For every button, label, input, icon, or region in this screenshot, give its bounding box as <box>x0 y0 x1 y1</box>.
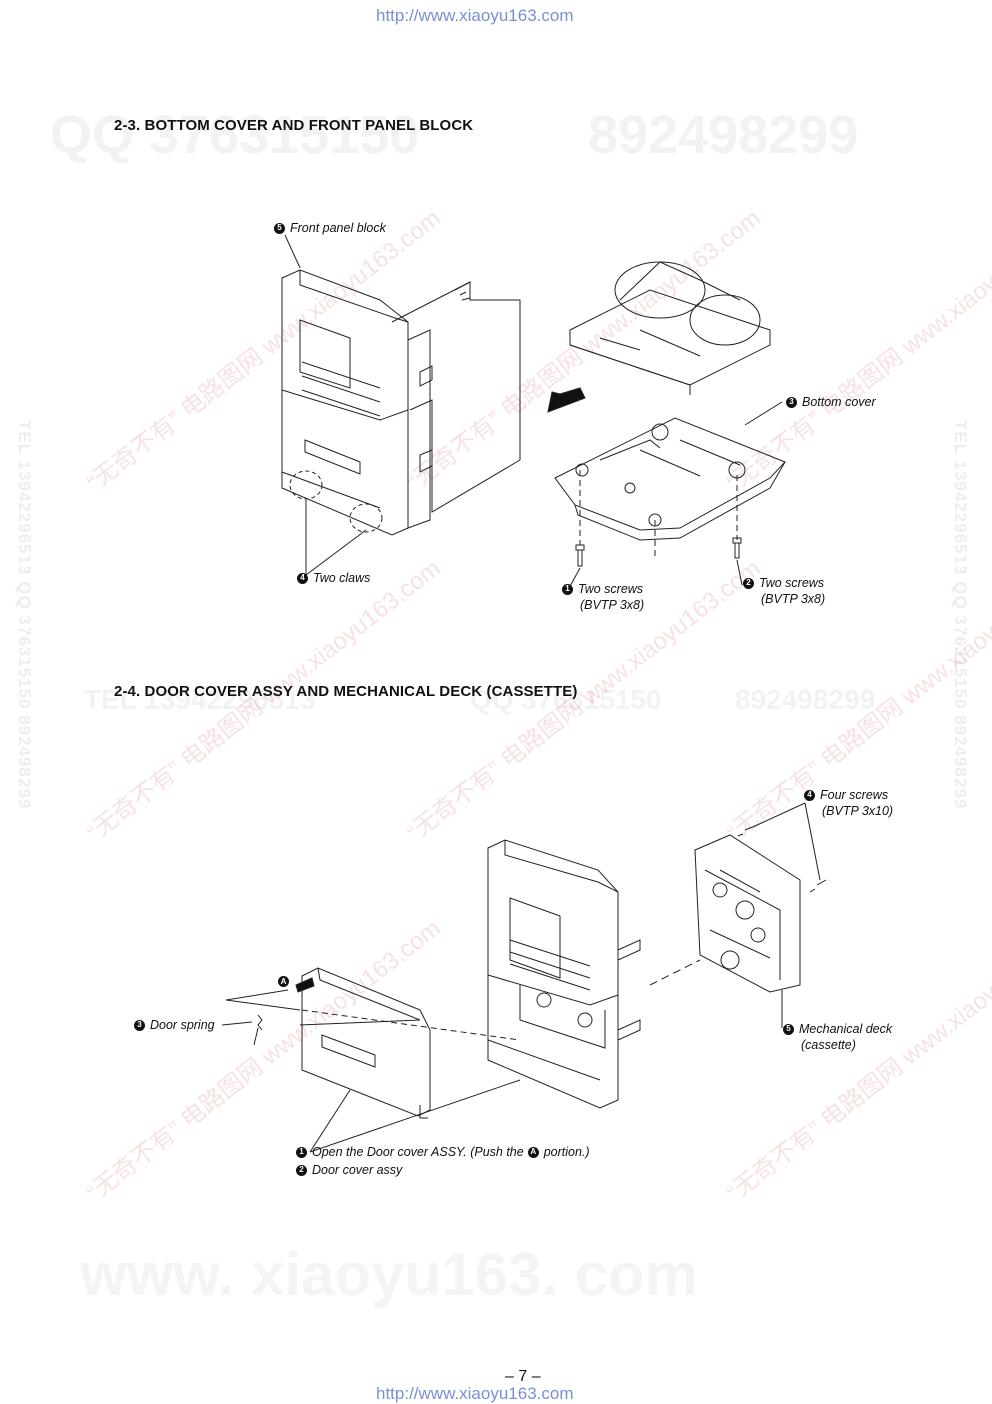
callout-mechanical-deck: 5 Mechanical deck <box>783 1021 892 1037</box>
watermark-bottom: www. xiaoyu163. com <box>80 1241 699 1308</box>
callout-mechanical-deck-sub: (cassette) <box>801 1038 856 1052</box>
footer-link[interactable]: http://www.xiaoyu163.com <box>376 1384 574 1403</box>
watermark-side-right: TEL 13942296513 QQ 376315150 892498299 <box>951 420 970 810</box>
callout-number: 4 <box>297 572 308 584</box>
callout-open-door-cover: 1 Open the Door cover ASSY. (Push the A … <box>296 1144 590 1160</box>
marker-a: A <box>278 976 289 987</box>
callout-text: Door cover assy <box>312 1163 403 1177</box>
callout-text: Front panel block <box>290 221 386 235</box>
callout-two-claws: 4 Two claws <box>297 570 370 586</box>
front-panel-drawing <box>487 839 641 1109</box>
callout-number: 3 <box>786 396 797 408</box>
callout-front-panel-block: 5 Front panel block <box>274 220 386 236</box>
header-link[interactable]: http://www.xiaoyu163.com <box>376 6 574 25</box>
callout-two-screws-1-spec: (BVTP 3x8) <box>580 598 645 612</box>
callout-number: 5 <box>274 222 285 234</box>
mechanical-deck-drawing <box>649 834 801 993</box>
door-cover-drawing <box>301 967 521 1119</box>
transformer-drawing <box>569 261 771 395</box>
callout-number: 2 <box>743 577 754 589</box>
push-arrow <box>295 977 315 993</box>
callout-text: Two screws <box>759 576 825 590</box>
callout-number: 4 <box>804 789 815 801</box>
bottom-cover-drawing <box>554 417 786 560</box>
section-title-bottom-cover: 2-3. BOTTOM COVER AND FRONT PANEL BLOCK <box>114 117 474 134</box>
callout-text: Open the Door cover ASSY. (Push the <box>312 1145 524 1159</box>
callout-two-screws-2-spec: (BVTP 3x8) <box>761 592 826 606</box>
watermark-side-left: TEL 13942296513 QQ 376315150 892498299 <box>15 420 34 810</box>
callout-text: Bottom cover <box>802 395 876 409</box>
callout-four-screws: 4 Four screws <box>804 787 888 803</box>
callout-number: 5 <box>783 1023 794 1035</box>
callout-two-screws-1: 1 Two screws <box>562 581 643 597</box>
page-number: – 7 – <box>505 1368 541 1385</box>
watermark-number-mid: 892498299 <box>735 684 876 715</box>
callout-text: Four screws <box>820 788 889 802</box>
front-panel-block-drawing <box>281 269 521 536</box>
watermark-qq-mid: QQ 376315150 <box>470 684 662 715</box>
door-spring-drawing <box>253 1014 263 1046</box>
marker-a-inline: A <box>527 1146 539 1158</box>
callout-four-screws-spec: (BVTP 3x10) <box>822 804 894 818</box>
callout-text: Mechanical deck <box>799 1022 893 1036</box>
callout-text: Two screws <box>578 582 644 596</box>
watermark-number-top: 892498299 <box>588 105 859 165</box>
callout-text: Door spring <box>150 1018 215 1032</box>
section-title-door-cover: 2-4. DOOR COVER ASSY AND MECHANICAL DECK… <box>114 683 578 700</box>
callout-two-screws-2: 2 Two screws <box>743 575 824 591</box>
screws-drawing <box>575 537 742 567</box>
callout-number: 2 <box>296 1164 307 1176</box>
callout-text-after: portion.) <box>543 1145 590 1159</box>
direction-arrow <box>547 387 586 413</box>
callout-text: Two claws <box>313 571 371 585</box>
callout-number: 1 <box>562 583 573 595</box>
callout-door-spring: 3 Door spring <box>134 1017 215 1033</box>
watermark-tel-mid: TEL 13942296513 <box>84 684 316 715</box>
callout-number: 3 <box>134 1019 145 1031</box>
callout-bottom-cover: 3 Bottom cover <box>786 394 876 410</box>
callout-number: 1 <box>296 1146 307 1158</box>
watermark-qq-top: QQ 376315150 <box>50 105 420 165</box>
callout-door-cover-assy: 2 Door cover assy <box>296 1162 402 1178</box>
